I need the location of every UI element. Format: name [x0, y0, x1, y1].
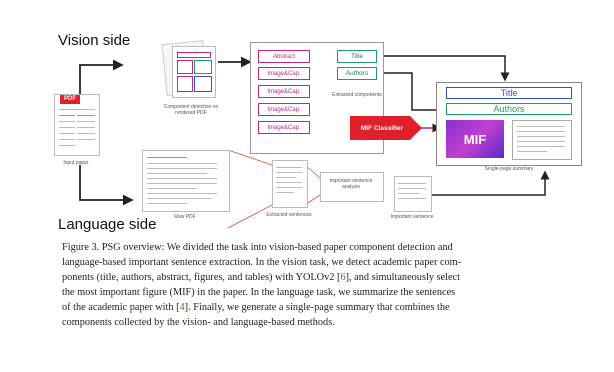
rendered-pdf-page: [172, 46, 216, 98]
important-sentence-doc: [394, 176, 432, 212]
arrow-title-to-summary: [378, 55, 510, 82]
input-paper-label: Input paper: [63, 160, 89, 166]
input-paper: [54, 94, 100, 156]
important-sentence-analysis-box: [320, 172, 384, 202]
component-image-cap-1: Image&Cap.: [258, 67, 310, 80]
component-image-cap-3: Image&Cap.: [258, 103, 310, 116]
citation-link[interactable]: 4: [179, 302, 185, 313]
arrow-important-to-summary: [432, 170, 550, 196]
extracted-sentences-doc: [272, 160, 308, 208]
important-sentence-label: Important sentence: [390, 214, 434, 220]
raw-pdf-label: Raw PDF: [174, 214, 196, 220]
component-image-cap-2: Image&Cap.: [258, 85, 310, 98]
language-side-title: Language side: [58, 216, 157, 233]
important-sentence-analysis-label: Important sentence analysis: [329, 178, 373, 190]
figure-caption: Figure 3. PSG overview: We divided the t…: [62, 240, 578, 330]
citation-link[interactable]: 6: [340, 272, 346, 283]
summary-title: Title: [446, 87, 572, 99]
component-authors: Authors: [337, 67, 377, 80]
raw-pdf-page: [142, 150, 230, 212]
caption-line-1: Figure 3. PSG overview: We divided the t…: [62, 242, 453, 253]
arrow-input-to-vision: [79, 59, 124, 100]
arrow-input-to-language: [79, 165, 134, 206]
summary-authors: Authors: [446, 103, 572, 115]
mif-image: MIF: [446, 120, 504, 158]
pdf-badge: PDF: [60, 95, 80, 104]
arrow-authors-to-summary: [378, 72, 448, 115]
summary-text-block: [512, 120, 572, 160]
caption-line-4: the most important figure (MIF) in the p…: [62, 287, 456, 298]
caption-line-6: components collected by the vision- and …: [62, 317, 335, 328]
component-abstract: Abstract: [258, 50, 310, 63]
caption-line-2: language-based important sentence extrac…: [62, 257, 462, 268]
component-image-cap-4: Image&Cap.: [258, 121, 310, 134]
vision-side-title: Vision side: [58, 32, 131, 49]
mif-classifier-shape: [350, 116, 422, 140]
extracted-sentences-label: Extracted sentences: [266, 212, 312, 218]
component-title: Title: [337, 50, 377, 63]
caption-line-5: of the academic paper with [4]. Finally,…: [62, 302, 450, 313]
extracted-components-label: Extracted components: [332, 92, 382, 98]
component-detection-label: Component detection on rendered PDF: [163, 104, 219, 116]
single-page-summary-label: Single-page summary: [484, 166, 534, 172]
caption-line-3: ponents (title, authors, abstract, figur…: [62, 272, 460, 283]
mif-classifier-label: MIF Classifier: [360, 124, 404, 132]
